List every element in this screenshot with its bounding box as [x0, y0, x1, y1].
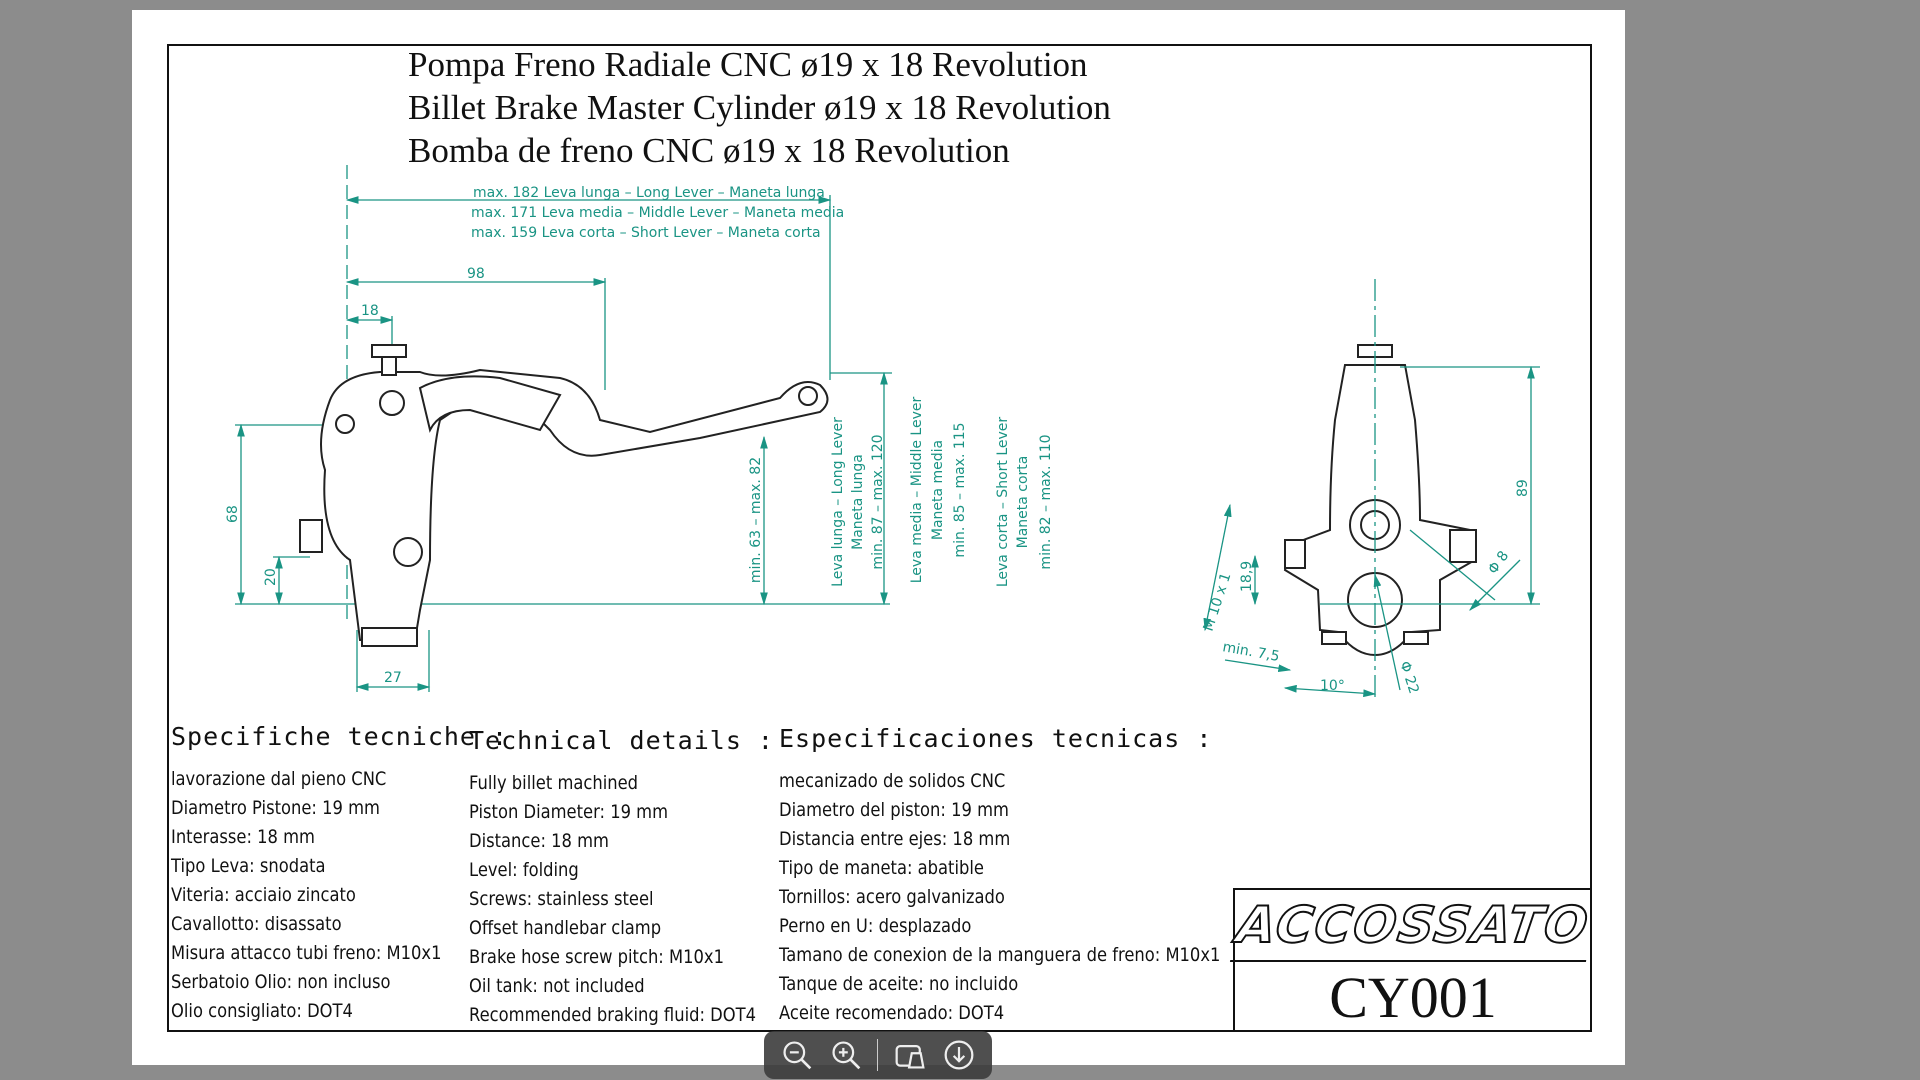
zoom-out-button[interactable]: [779, 1037, 815, 1073]
middle-lever-label-es: Maneta media: [930, 440, 946, 540]
spec-row: Distancia entre ejes: 18 mm: [779, 828, 1011, 850]
middle-lever-label: Leva media – Middle Lever: [909, 397, 925, 584]
spec-row: Diametro del piston: 19 mm: [779, 799, 1009, 821]
spec-row: Interasse: 18 mm: [171, 826, 315, 848]
dim-98: 98: [467, 266, 485, 282]
spec-row: Oil tank: not included: [469, 975, 645, 997]
long-lever-range: min. 87 – max. 120: [870, 434, 886, 569]
dim-68: 68: [225, 505, 241, 523]
image-stack-button[interactable]: [892, 1037, 928, 1073]
toolbar-divider: [877, 1039, 879, 1071]
middle-lever-range: min. 85 – max. 115: [952, 422, 968, 557]
master-cylinder-front-view: 89 18,9 M 10 x 1 min. 7,5 10° Φ 22 Φ 8: [1201, 279, 1540, 698]
dim-short-lever: max. 159 Leva corta – Short Lever – Mane…: [471, 225, 821, 241]
spec-row: Tipo de maneta: abatible: [779, 857, 984, 879]
download-icon: [944, 1040, 974, 1070]
short-lever-label: Leva corta – Short Lever: [995, 417, 1011, 588]
dim-long-lever: max. 182 Leva lunga – Long Lever – Manet…: [473, 185, 825, 201]
spec-row: Screws: stainless steel: [469, 888, 654, 910]
spec-row: Distance: 18 mm: [469, 830, 609, 852]
title-spanish: Bomba de freno CNC ø19 x 18 Revolution: [408, 131, 1010, 170]
zoom-out-icon: [783, 1041, 811, 1070]
dim-middle-lever: max. 171 Leva media – Middle Lever – Man…: [471, 205, 844, 221]
short-lever-range: min. 82 – max. 110: [1038, 434, 1054, 569]
spec-row: Tamano de conexion de la manguera de fre…: [779, 944, 1221, 966]
spec-row: Level: folding: [469, 859, 579, 881]
spec-row: lavorazione dal pieno CNC: [171, 768, 387, 790]
dim-10-deg: 10°: [1320, 678, 1345, 694]
spec-row: Tanque de aceite: no incluido: [779, 973, 1019, 995]
spec-row: Cavallotto: disassato: [171, 913, 342, 935]
dim-phi-8: Φ 8: [1485, 548, 1512, 577]
dim-m10x1: M 10 x 1: [1201, 571, 1235, 633]
spec-row: Perno en U: desplazado: [779, 915, 972, 937]
title-block: ACCOSSATO CY001: [1229, 888, 1597, 1031]
dim-min63: min. 63 – max. 82: [748, 457, 764, 583]
specs-heading: Especificaciones tecnicas :: [779, 724, 1213, 753]
specs-italian: Specifiche tecniche : lavorazione dal pi…: [171, 722, 508, 1026]
spec-row: mecanizado de solidos CNC: [779, 770, 1006, 792]
short-lever-label-es: Maneta corta: [1015, 456, 1031, 549]
spec-row: Fully billet machined: [469, 772, 639, 794]
long-lever-label-es: Maneta lunga: [850, 454, 866, 550]
specs-english: Technical details : Fully billet machine…: [469, 726, 803, 1030]
spec-row: Serbatoio Olio: non incluso: [171, 971, 391, 993]
spec-row: Aceite recomendado: DOT4: [779, 1002, 1005, 1024]
part-code: CY001: [1329, 964, 1497, 1030]
download-button[interactable]: [941, 1037, 977, 1073]
title-italian: Pompa Freno Radiale CNC ø19 x 18 Revolut…: [408, 45, 1088, 84]
dim-20: 20: [263, 568, 279, 586]
specs-spanish: Especificaciones tecnicas : mecanizado d…: [779, 724, 1292, 1028]
master-cylinder-side-view: [299, 344, 829, 647]
spec-row: Olio consigliato: DOT4: [171, 1000, 353, 1022]
brand-logo: ACCOSSATO: [1229, 890, 1597, 962]
spec-row: Piston Diameter: 19 mm: [469, 801, 669, 823]
zoom-in-button[interactable]: [828, 1037, 864, 1073]
spec-row: Misura attacco tubi freno: M10x1: [171, 942, 442, 964]
dim-27: 27: [384, 670, 402, 686]
spec-row: Diametro Pistone: 19 mm: [171, 797, 380, 819]
dim-18-9: 18,9: [1239, 561, 1255, 592]
dim-phi-22: Φ 22: [1396, 659, 1422, 696]
specs-heading: Specifiche tecniche :: [171, 722, 509, 751]
zoom-in-icon: [832, 1041, 861, 1070]
long-lever-label: Leva lunga – Long Lever: [830, 417, 846, 587]
spec-row: Recommended braking fluid: DOT4: [469, 1004, 756, 1026]
dim-89: 89: [1515, 479, 1531, 497]
dim-18: 18: [361, 303, 379, 319]
spec-row: Tipo Leva: snodata: [171, 855, 326, 877]
image-stack-icon: [895, 1045, 925, 1069]
spec-row: Brake hose screw pitch: M10x1: [469, 946, 724, 968]
specs-heading: Technical details :: [469, 726, 774, 755]
spec-row: Tornillos: acero galvanizado: [779, 886, 1005, 908]
spec-row: Offset handlebar clamp: [469, 917, 662, 939]
spec-row: Viteria: acciaio zincato: [171, 884, 356, 906]
title-english: Billet Brake Master Cylinder ø19 x 18 Re…: [408, 88, 1111, 127]
viewer-toolbar: [764, 1031, 992, 1079]
